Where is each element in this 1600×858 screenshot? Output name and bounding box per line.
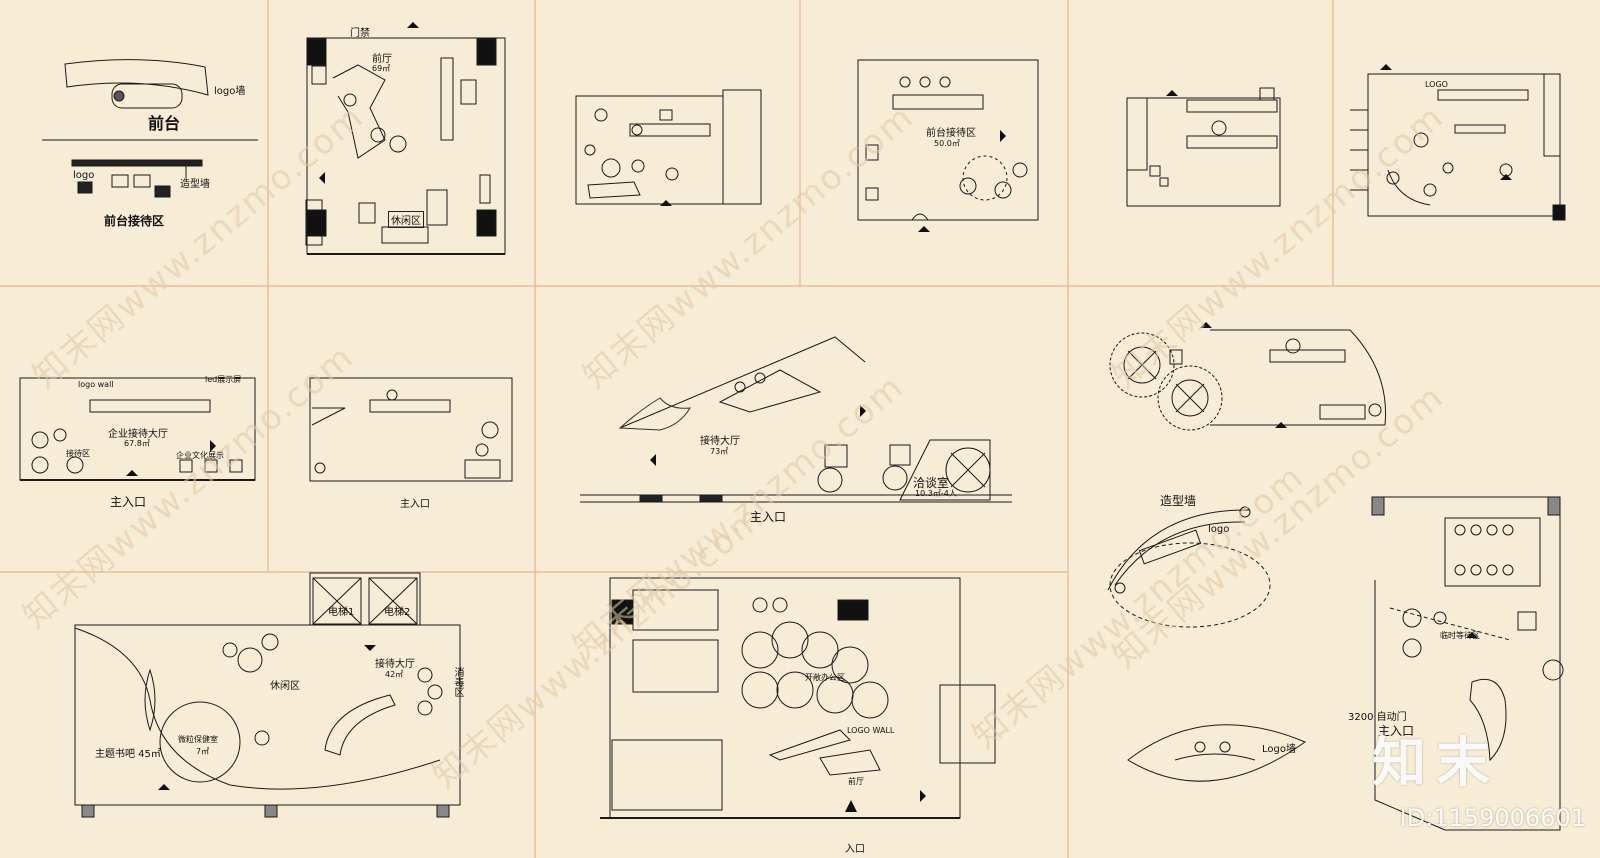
label-enterprise-lobby: 企业接待大厅 — [108, 429, 168, 440]
label-logo-wall: logo墙 — [214, 86, 246, 97]
label-main-entrance-8: 主入口 — [400, 499, 430, 510]
label-enterprise-lobby-size: 67.8㎡ — [124, 439, 150, 448]
label-library: 主题书吧 45㎡ — [95, 749, 161, 760]
plan-entrance-wait — [1371, 496, 1564, 831]
label-front-12: 前厅 — [848, 777, 864, 786]
label-reception-hall-11: 接待大厅 — [375, 659, 415, 670]
label-logo-wall-12: LOGO WALL — [847, 726, 895, 735]
label-front-reception-size: 50.0㎡ — [934, 139, 960, 148]
label-reception-hall-11-size: 42㎡ — [385, 670, 404, 679]
plan-reception-8 — [309, 377, 513, 482]
label-logo-6: LOGO — [1425, 80, 1448, 89]
plan-front-reception-4 — [857, 59, 1039, 221]
brand-logo: 知末 — [1372, 731, 1500, 794]
label-entrance-12: 入口 — [845, 844, 865, 855]
plan-lobby-library — [74, 572, 461, 818]
plan-reception-5 — [1126, 87, 1281, 207]
label-logo-wall-13: Logo墙 — [1262, 744, 1296, 755]
label-feature-wall-13: 造型墙 — [1160, 494, 1197, 508]
label-feature-wall: 造型墙 — [180, 179, 210, 190]
label-main-entrance-14: 主入口 — [1378, 724, 1415, 738]
label-access-control: 门禁 — [350, 28, 370, 39]
label-health-room-size: 7㎡ — [196, 747, 210, 756]
label-disinfect: 消毒区 — [452, 667, 463, 697]
plan-reception-desk — [42, 59, 258, 198]
label-wait-area: 接待区 — [66, 449, 90, 458]
label-elevator-2: 电梯2 — [384, 607, 411, 618]
label-open-office: 开敞办公区 — [805, 673, 845, 682]
label-main-entrance-9: 主入口 — [750, 510, 787, 524]
label-logo-wall-7: logo wall — [78, 380, 114, 389]
label-logo: logo — [73, 170, 95, 181]
label-meeting-room-size: 10.3㎡-4人 — [915, 489, 957, 498]
plan-front-hall — [305, 37, 506, 255]
label-temp-wait: 临时等待区 — [1440, 631, 1480, 640]
label-lounge: 休闲区 — [388, 211, 424, 228]
label-logo-13: logo — [1208, 524, 1230, 535]
label-elevator-1: 电梯1 — [328, 607, 355, 618]
label-front-hall: 前厅 — [372, 54, 392, 65]
plan-curved-desks — [1107, 506, 1307, 782]
label-lounge-11: 休闲区 — [270, 681, 300, 692]
plan-open-office — [600, 577, 996, 819]
plan-enterprise-lobby — [19, 377, 256, 481]
label-front-reception: 前台接待区 — [926, 128, 976, 139]
label-culture-display: 企业文化展示 — [176, 451, 224, 460]
direction-arrows — [126, 22, 1512, 812]
label-health-room: 微粒保健室 — [178, 735, 218, 744]
label-reception-hall-size: 73㎡ — [710, 447, 729, 456]
label-led-screen: led展示屏 — [205, 375, 242, 384]
label-reception-title: 前台 — [148, 114, 181, 133]
label-auto-door: 3200 自动门 — [1348, 712, 1407, 723]
plan-reception-6 — [1350, 73, 1566, 221]
label-meeting-room: 洽谈室 — [913, 476, 950, 490]
image-id-label: ID:1159006601 — [1399, 804, 1586, 832]
label-reception-hall: 接待大厅 — [700, 436, 740, 447]
label-main-entrance-7: 主入口 — [110, 495, 147, 509]
plan-reception-10 — [1109, 329, 1387, 431]
label-reception-area: 前台接待区 — [104, 214, 165, 228]
plan-reception-hall-9 — [580, 336, 1012, 503]
plan-reception-room-3 — [575, 89, 762, 205]
label-front-hall-area: 69㎡ — [372, 64, 391, 73]
